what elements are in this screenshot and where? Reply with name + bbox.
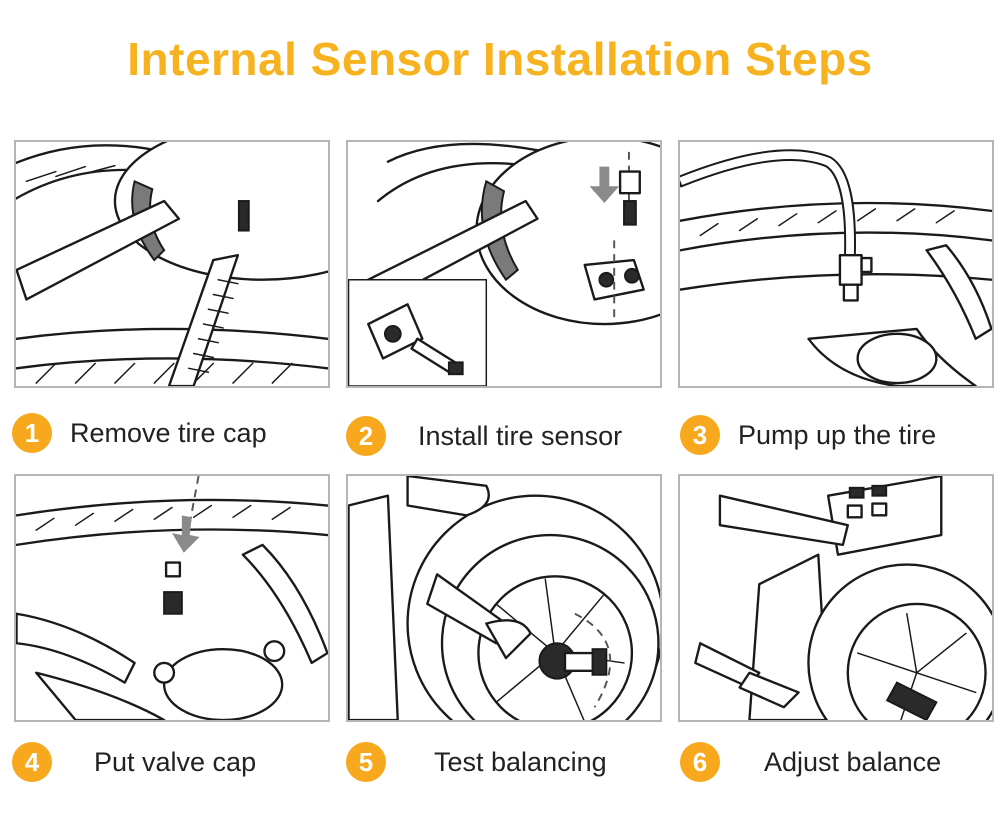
step-3-number-badge: 3: [680, 415, 720, 455]
step-2-caption: 2 Install tire sensor: [346, 414, 622, 458]
step-1-illustration: [14, 140, 330, 388]
step-3-label: Pump up the tire: [738, 419, 937, 450]
step-4-number-badge: 4: [12, 742, 52, 782]
air-hose-drawing: [680, 149, 992, 386]
step-5-caption: 5 Test balancing: [346, 740, 607, 784]
page-title: Internal Sensor Installation Steps: [127, 33, 873, 85]
step-6-number-badge: 6: [680, 742, 720, 782]
tire-lever-valve-drawing: [16, 142, 328, 386]
balancing-machine-drawing: [348, 476, 660, 720]
step-3-illustration: [678, 140, 994, 388]
step-3-caption: 3 Pump up the tire: [680, 413, 936, 457]
step-6-illustration: [678, 474, 994, 722]
step-1-caption: 1 Remove tire cap: [12, 411, 267, 455]
step-1-number-badge: 1: [12, 413, 52, 453]
sensor-install-drawing: [348, 142, 660, 386]
valve-cap-drawing: [16, 476, 328, 720]
step-5-illustration: [346, 474, 662, 722]
step-4-illustration: [14, 474, 330, 722]
step-4-label: Put valve cap: [94, 746, 257, 777]
step-2-label: Install tire sensor: [418, 420, 623, 451]
step-6-caption: 6 Adjust balance: [680, 740, 941, 784]
step-6-label: Adjust balance: [764, 746, 942, 777]
step-5-label: Test balancing: [434, 746, 607, 777]
balance-adjust-drawing: [694, 476, 992, 720]
step-1-label: Remove tire cap: [70, 417, 267, 448]
step-4-caption: 4 Put valve cap: [12, 740, 256, 784]
step-5-number-badge: 5: [346, 742, 386, 782]
step-2-number-badge: 2: [346, 416, 386, 456]
step-2-illustration: [346, 140, 662, 388]
